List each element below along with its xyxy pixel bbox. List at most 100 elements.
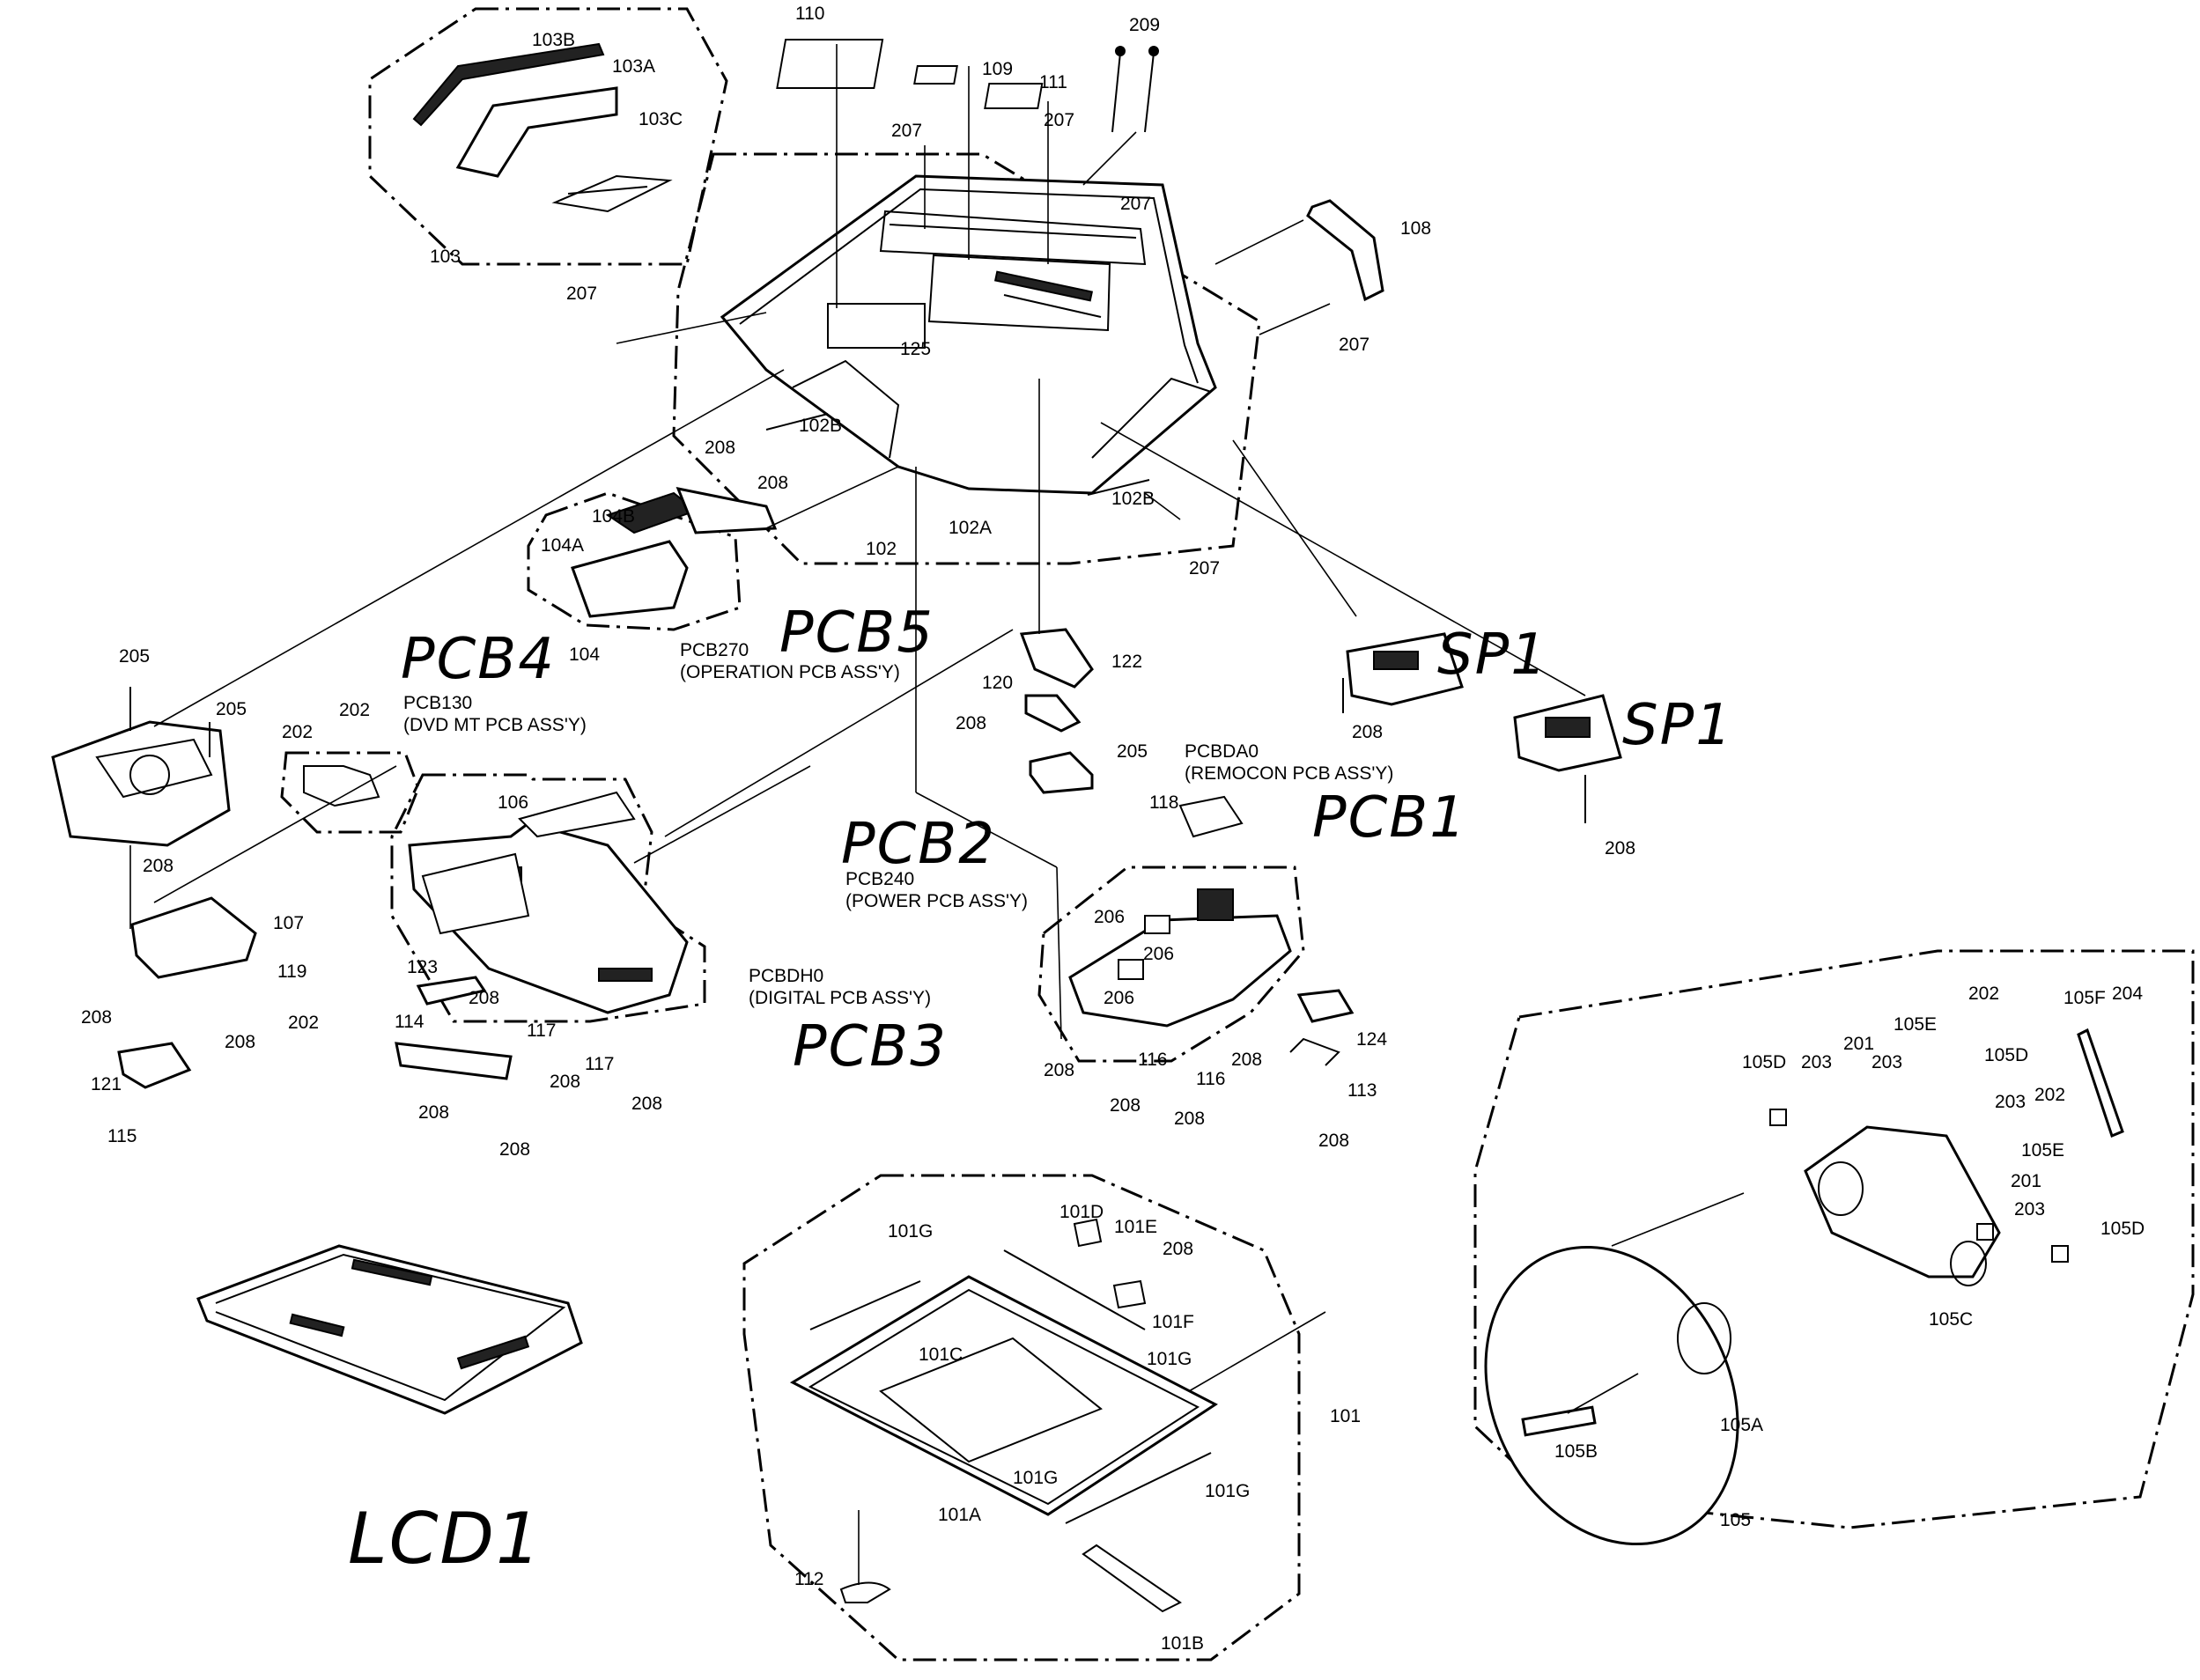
label-202a: 202 (282, 722, 313, 742)
group-103-outline (368, 7, 728, 266)
part-109 (913, 65, 958, 85)
label-206c: 206 (1104, 988, 1134, 1008)
label-107: 107 (273, 913, 304, 933)
label-207d: 207 (566, 284, 597, 304)
label-208x: 208 (1174, 1109, 1205, 1129)
speaker-sp1-a (1342, 632, 1464, 713)
label-105a: 105A (1720, 1415, 1763, 1435)
bracket-121 (117, 1042, 192, 1089)
label-108: 108 (1400, 218, 1431, 239)
pcb270-desc: (OPERATION PCB ASS'Y) (680, 662, 900, 682)
label-206b: 206 (1143, 944, 1174, 964)
handwritten-annotations: PCB4 PCB5 SP1 SP1 PCB1 PCB2 PCB3 LCD1 (348, 601, 1731, 1580)
label-101g3: 101G (1013, 1468, 1058, 1488)
label-207c: 207 (1120, 194, 1151, 214)
label-208n: 208 (1110, 1095, 1141, 1116)
label-207f: 207 (1189, 558, 1220, 578)
label-205c: 205 (1117, 741, 1148, 762)
stand-assembly (1484, 1028, 2124, 1546)
part-110 (776, 39, 884, 89)
label-208q: 208 (1605, 838, 1635, 858)
power-pcb (1068, 795, 1292, 1028)
label-101g4: 101G (1205, 1481, 1250, 1501)
pcbda0-desc: (REMOCON PCB ASS'Y) (1185, 763, 1393, 784)
bracket-107 (130, 896, 257, 979)
label-208r: 208 (1163, 1239, 1193, 1259)
label-101: 101 (1330, 1406, 1361, 1426)
pcb130-desc: (DVD MT PCB ASS'Y) (403, 715, 587, 735)
label-208a: 208 (705, 438, 735, 458)
group-105-outline (1473, 949, 2195, 1529)
label-102b2: 102B (1111, 489, 1155, 509)
label-104: 104 (569, 645, 600, 665)
label-202b: 202 (339, 700, 370, 720)
label-104a: 104A (541, 535, 584, 556)
lcd-panel (196, 1244, 583, 1415)
label-209: 209 (1129, 15, 1160, 35)
label-103c: 103C (639, 109, 683, 129)
pcb130-code: PCB130 (403, 693, 472, 713)
label-105c: 105C (1929, 1309, 1973, 1330)
label-207e: 207 (1339, 335, 1369, 355)
pcbda0-code: PCBDA0 (1185, 741, 1259, 762)
label-208c: 208 (956, 713, 986, 733)
label-102: 102 (866, 539, 897, 559)
part-114 (395, 1042, 513, 1080)
label-208f: 208 (225, 1032, 255, 1052)
label-208g: 208 (469, 988, 499, 1008)
label-115: 115 (107, 1126, 137, 1146)
label-207b: 207 (1044, 110, 1074, 130)
label-101g2: 101G (1147, 1349, 1192, 1369)
pcb270-code: PCB270 (680, 640, 749, 660)
digital-pcb (408, 791, 689, 1014)
label-105b: 105B (1554, 1441, 1598, 1462)
label-105d1: 105D (1742, 1052, 1786, 1072)
pcbda0-board (1029, 751, 1094, 794)
group-101-outline (742, 1174, 1301, 1662)
part-113 (1289, 1037, 1340, 1066)
pcbdh0-desc: (DIGITAL PCB ASS'Y) (749, 988, 931, 1008)
label-101a: 101A (938, 1505, 981, 1525)
label-103a: 103A (612, 56, 655, 77)
label-206a: 206 (1094, 907, 1125, 927)
part-102b-left (765, 413, 829, 431)
label-205a: 205 (119, 646, 150, 667)
label-208p: 208 (1352, 722, 1383, 742)
label-101b: 101B (1161, 1633, 1204, 1654)
label-117a: 117 (527, 1021, 556, 1041)
label-203b: 203 (1871, 1052, 1902, 1072)
handwritten-pcb3: PCB3 (793, 1014, 948, 1079)
group-104 (571, 486, 778, 618)
label-208h: 208 (550, 1072, 580, 1092)
label-203d: 203 (2014, 1199, 2045, 1219)
pcbdh0-code: PCBDH0 (749, 966, 823, 986)
label-201a: 201 (1843, 1034, 1874, 1054)
handwritten-sp1a: SP1 (1437, 623, 1548, 688)
handwritten-pcb4: PCB4 (401, 627, 556, 692)
label-202d: 202 (1968, 984, 1999, 1004)
label-105e1: 105E (1894, 1014, 1937, 1035)
part-111 (984, 83, 1044, 109)
label-121: 121 (91, 1074, 122, 1094)
pcbdh0-outline (390, 773, 706, 1023)
label-118: 118 (1149, 792, 1178, 813)
label-208b: 208 (757, 473, 788, 493)
label-109: 109 (982, 59, 1013, 79)
label-101g1: 101G (888, 1221, 933, 1242)
pcb130-outline (280, 751, 420, 834)
label-120: 120 (982, 673, 1013, 693)
label-103b: 103B (532, 30, 575, 50)
label-122: 122 (1111, 652, 1142, 672)
group-104-outline (527, 491, 742, 631)
bracket-123 (416, 976, 487, 1006)
label-105f: 105F (2063, 988, 2106, 1008)
label-208o: 208 (1318, 1131, 1349, 1151)
label-119: 119 (277, 962, 306, 982)
label-124: 124 (1356, 1029, 1387, 1050)
label-101d: 101D (1059, 1202, 1104, 1222)
label-208l: 208 (1044, 1060, 1074, 1080)
handwritten-pcb1: PCB1 (1312, 785, 1467, 851)
screw-209 (1111, 46, 1159, 133)
label-123: 123 (407, 957, 438, 977)
